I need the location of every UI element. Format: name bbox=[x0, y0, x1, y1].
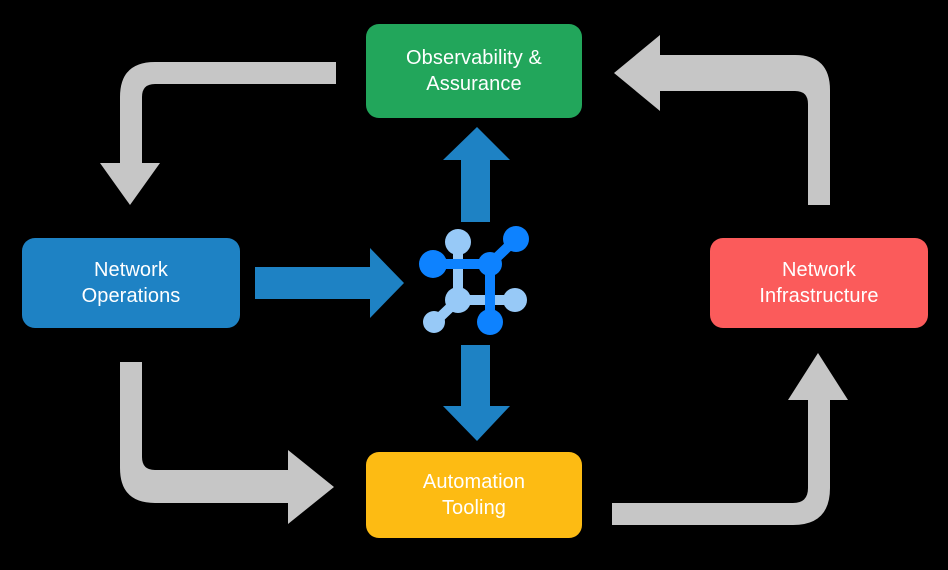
network-topology-icon bbox=[419, 226, 529, 335]
node-label-network-infrastructure: Network Infrastructure bbox=[759, 258, 879, 307]
connector-center-to-automation bbox=[443, 345, 510, 441]
node-observability-assurance[interactable]: Observability & Assurance bbox=[366, 24, 582, 118]
connector-observability-to-ops bbox=[100, 62, 336, 205]
connector-center-to-observability bbox=[443, 127, 510, 222]
node-label-network-operations: Network Operations bbox=[81, 258, 181, 307]
connector-ops-to-center bbox=[255, 248, 404, 318]
node-label-observability: Observability & Assurance bbox=[406, 46, 542, 95]
node-label-automation-tooling: Automation Tooling bbox=[422, 470, 526, 519]
node-network-infrastructure[interactable]: Network Infrastructure bbox=[710, 238, 928, 328]
node-network-operations[interactable]: Network Operations bbox=[22, 238, 240, 328]
connector-infrastructure-to-observability bbox=[614, 35, 830, 205]
connector-automation-to-infrastructure bbox=[612, 353, 848, 525]
connector-ops-to-automation bbox=[120, 362, 334, 524]
node-automation-tooling[interactable]: Automation Tooling bbox=[366, 452, 582, 538]
